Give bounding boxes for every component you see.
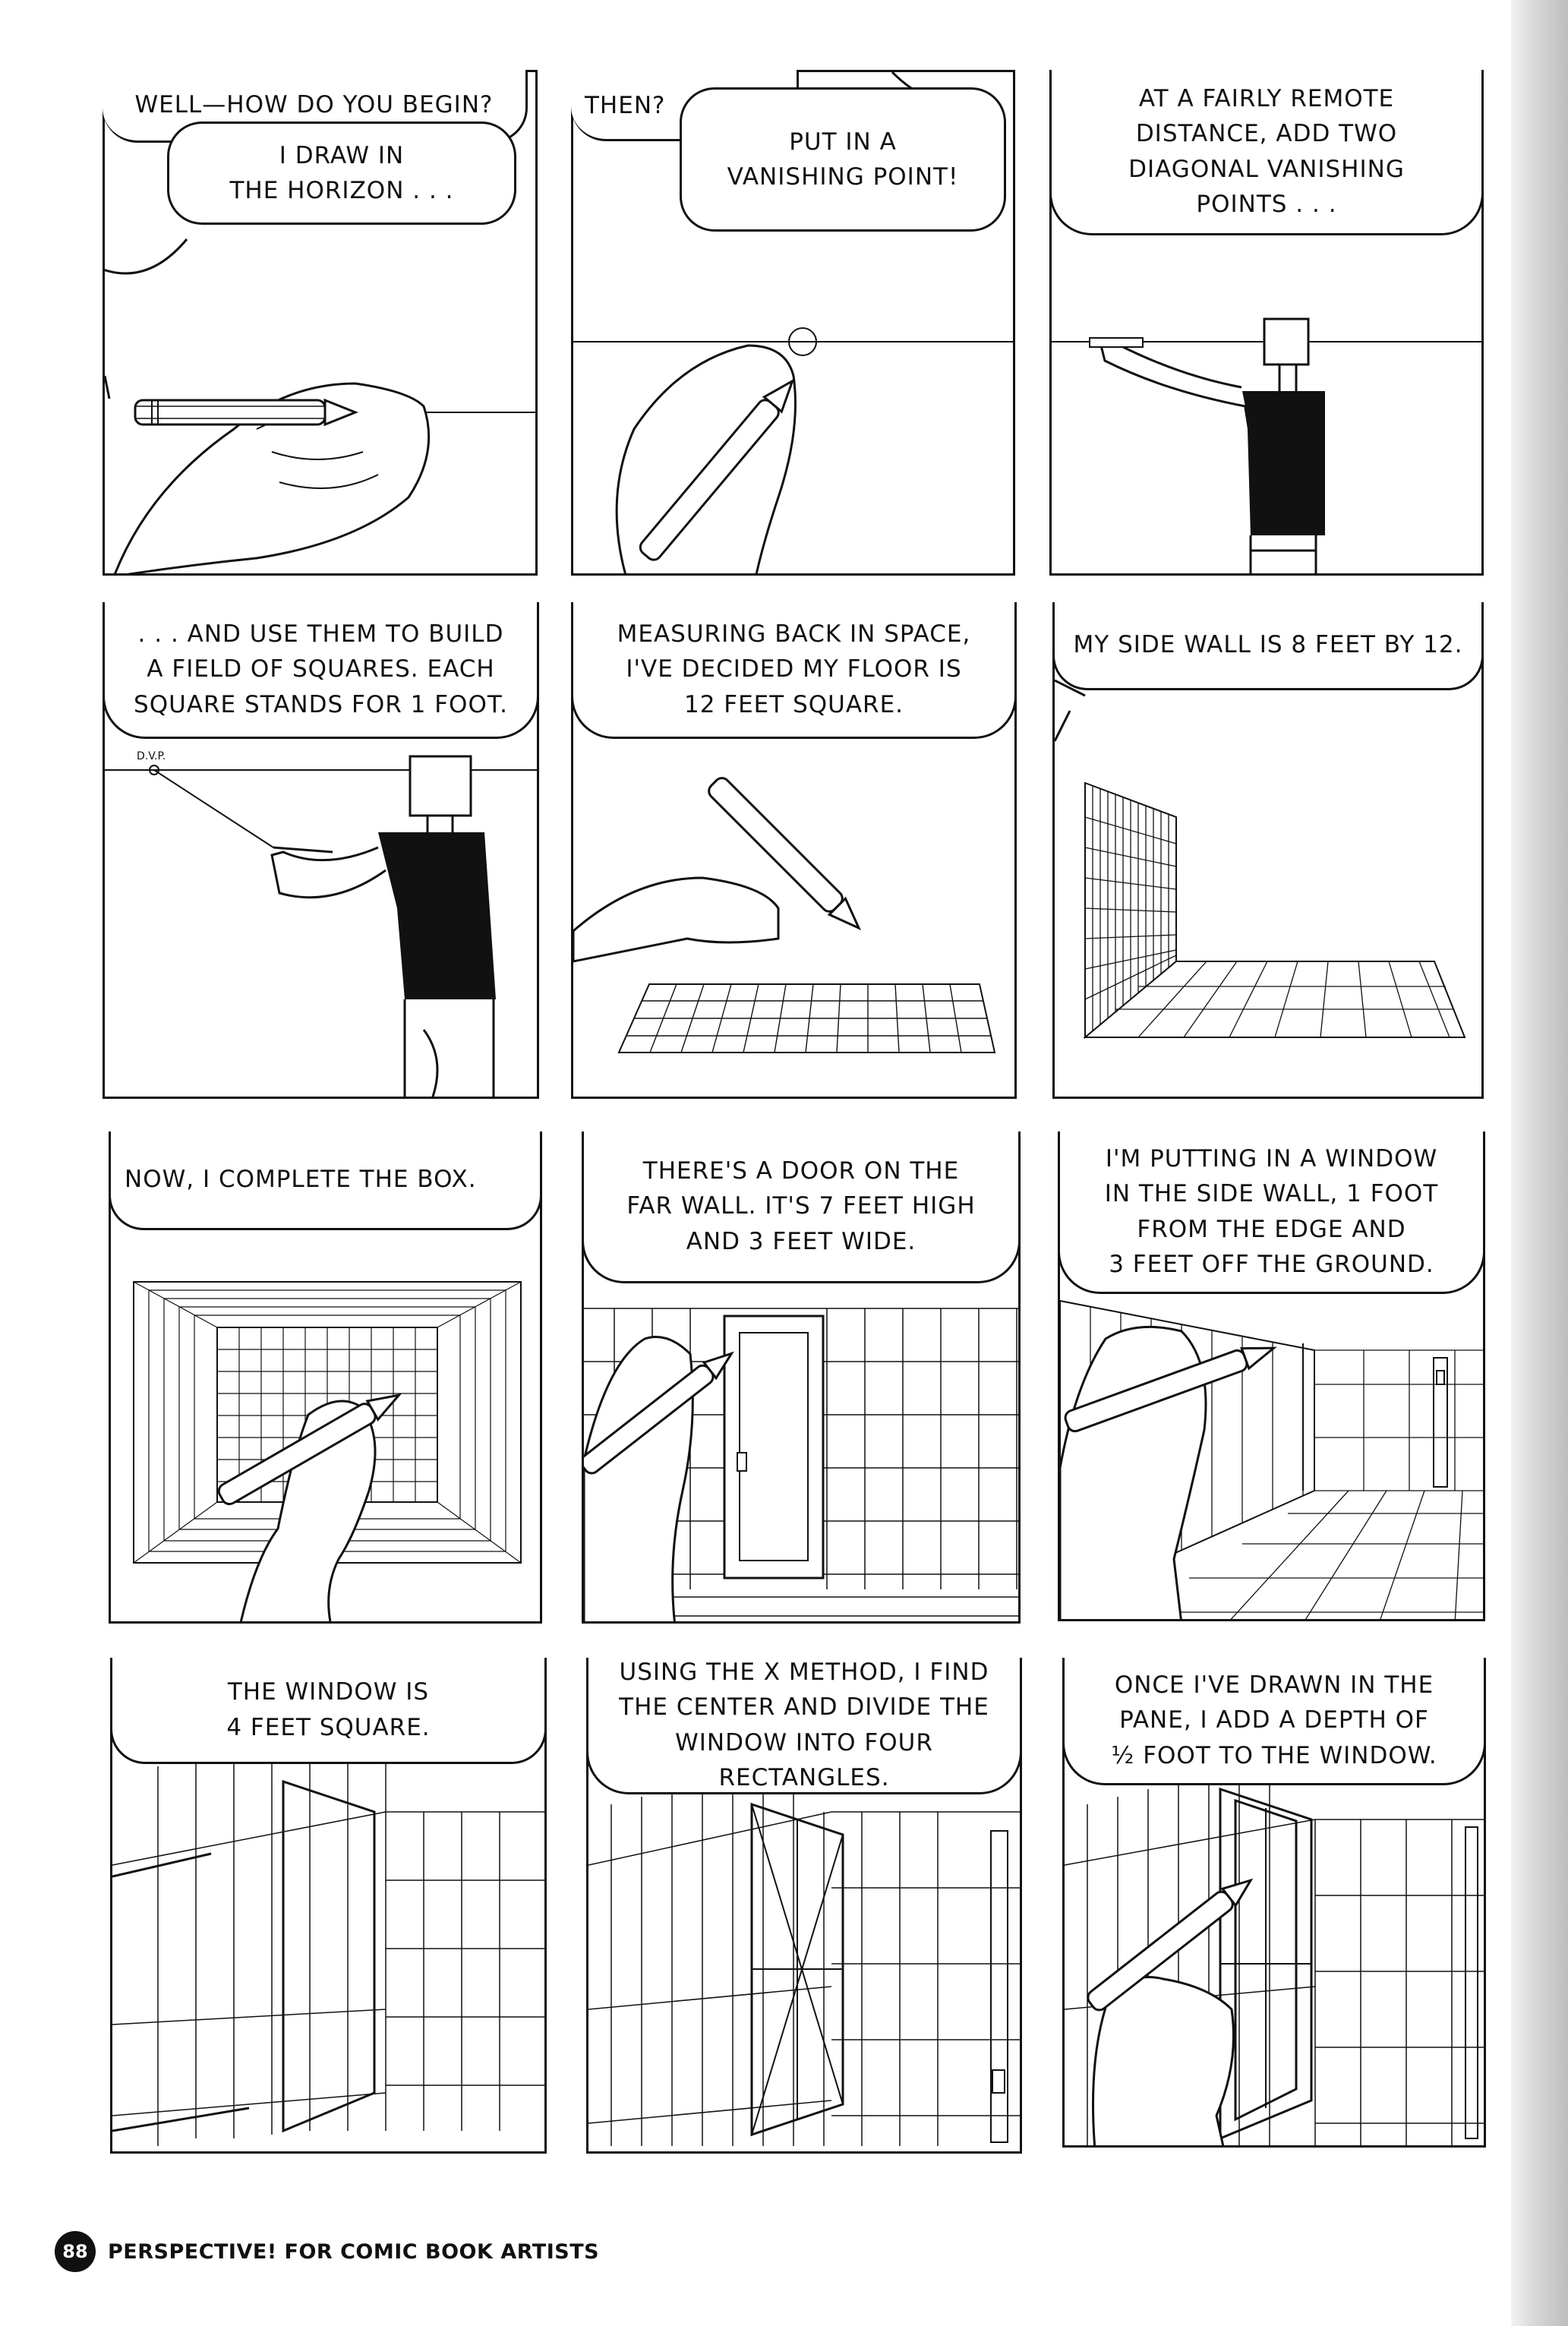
hand-drawing-vanishing-point-illustration xyxy=(573,72,1013,573)
man-building-squares-illustration: D.V.P. xyxy=(105,750,537,1097)
page-edge-shadow xyxy=(1511,0,1568,2326)
speech-bubble-p7: NOW, I COMPLETE THE BOX. xyxy=(109,1131,542,1230)
speech-bubble-p9: I'M PUTTING IN A WINDOW IN THE SIDE WALL… xyxy=(1058,1131,1485,1294)
floor-grid-illustration xyxy=(573,777,996,1053)
speech-bubble-p8: THERE'S A DOOR ON THE FAR WALL. IT'S 7 F… xyxy=(582,1131,1021,1283)
window-depth-illustration xyxy=(1065,1766,1484,2145)
speech-bubble-p2-b: PUT IN A VANISHING POINT! xyxy=(680,87,1006,232)
hand-drawing-horizon-illustration xyxy=(105,238,535,573)
x-method-window-illustration xyxy=(588,1766,1020,2146)
page-footer: 88 PERSPECTIVE! FOR COMIC BOOK ARTISTS xyxy=(55,2230,599,2273)
door-on-far-wall-illustration xyxy=(584,1308,1018,1621)
page-number-badge: 88 xyxy=(55,2231,96,2272)
dvp-label: D.V.P. xyxy=(137,750,166,762)
side-wall-grid-illustration xyxy=(1055,679,1466,1040)
window-square-illustration xyxy=(112,1751,544,2146)
speech-bubble-p3: AT A FAIRLY REMOTE DISTANCE, ADD TWO DIA… xyxy=(1049,70,1484,235)
box-room-illustration xyxy=(133,1281,522,1621)
book-title: PERSPECTIVE! FOR COMIC BOOK ARTISTS xyxy=(108,2239,600,2264)
speech-bubble-p10: THE WINDOW IS 4 FEET SQUARE. xyxy=(110,1658,547,1764)
speech-bubble-p1-b: I DRAW IN THE HORIZON . . . xyxy=(167,122,516,225)
speech-bubble-p5: MEASURING BACK IN SPACE, I'VE DECIDED MY… xyxy=(571,602,1017,739)
window-placement-illustration xyxy=(1060,1299,1483,1619)
speech-bubble-p6: MY SIDE WALL IS 8 FEET BY 12. xyxy=(1052,602,1484,690)
man-pointing-illustration xyxy=(1052,317,1481,573)
speech-bubble-p4: . . . AND USE THEM TO BUILD A FIELD OF S… xyxy=(103,602,539,739)
speech-bubble-p11: USING THE X METHOD, I FIND THE CENTER AN… xyxy=(586,1658,1022,1794)
speech-bubble-p12: ONCE I'VE DRAWN IN THE PANE, I ADD A DEP… xyxy=(1062,1658,1486,1785)
